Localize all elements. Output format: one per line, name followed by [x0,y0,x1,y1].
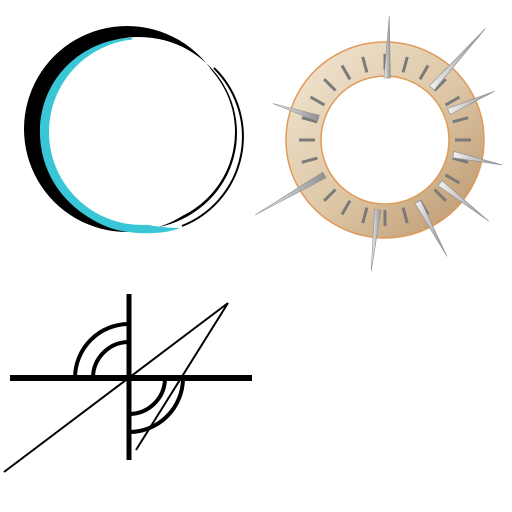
ring-tick-mark [309,95,326,107]
ring-spike [254,171,327,216]
ring-ticks [299,54,471,226]
diagonal-line-long [3,302,229,473]
ring-spike [272,103,320,122]
ring-tick-mark [444,173,461,185]
diagonal-line-short [135,302,229,451]
eclipse-ring-icon [14,14,244,244]
ring-tick-mark [418,64,430,81]
angle-diagram-graphic [3,294,252,473]
ring-tick-mark [361,56,369,73]
ring-tick-mark [401,207,409,224]
spiked-ring-icon [254,16,512,272]
ring-tick-mark [323,78,337,92]
ring-spikes [254,16,503,272]
ring-tick-mark [452,116,469,124]
ring-tick-mark [361,207,369,224]
ring-spike [383,16,391,79]
ring-spike [414,199,448,257]
ring-tick-mark [340,64,352,81]
angle-diagram-icon [0,288,262,473]
ring-tick-mark [433,78,447,92]
ring-tick-mark [301,156,318,164]
ring-spike [452,151,503,166]
ring-spike [447,90,495,115]
spiked-ring-graphic [254,16,503,272]
eclipse-inner-disc [49,39,235,225]
upper-left-inner-arc [91,340,130,379]
ring-tick-mark [444,95,461,107]
lower-right-inner-arc [128,377,167,416]
upper-left-outer-arc [73,322,130,379]
ring-spike [370,208,382,272]
ring-spike [429,28,486,91]
ring-tick-mark [401,56,409,73]
ring-band [285,41,485,239]
ring-tick-mark [452,156,469,164]
ring-tick-mark [340,199,352,216]
eclipse-right-rim [181,67,244,227]
ring-spike [437,180,490,222]
ring-tick-mark [433,188,447,202]
ring-tick-mark [301,116,318,124]
eclipse-ring-graphic [24,26,244,234]
lower-right-outer-arc [128,377,185,434]
ring-tick-mark [323,188,337,202]
